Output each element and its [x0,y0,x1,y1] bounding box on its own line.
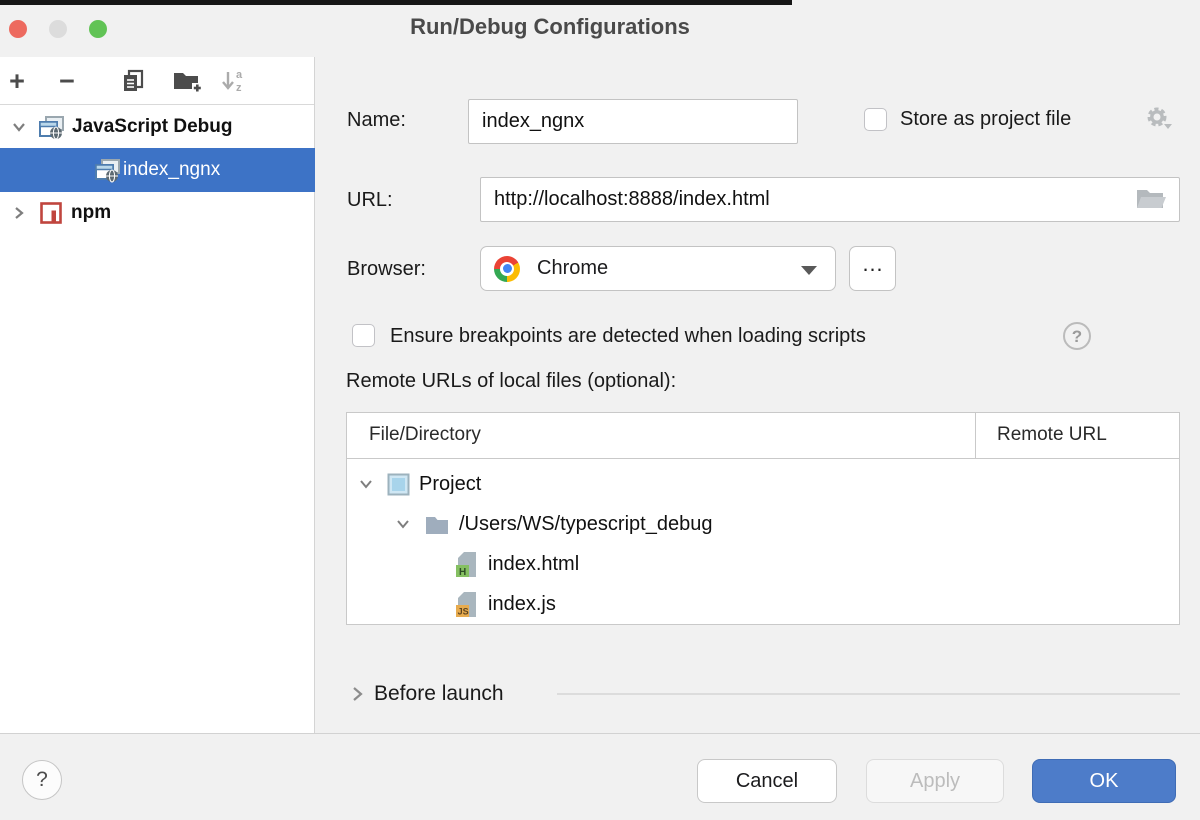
configurations-tree: JavaScript Debug index_ngnx [0,106,315,234]
gear-icon[interactable] [1145,105,1175,133]
screen-edge-strip [0,0,792,5]
close-window-button[interactable] [9,20,27,38]
new-folder-button[interactable] [172,66,202,96]
table-row-project[interactable]: Project [347,464,1179,504]
chrome-icon [494,255,520,282]
add-configuration-button[interactable]: + [2,66,32,96]
table-row-label: Project [419,472,482,495]
browser-more-button[interactable]: … [849,246,896,291]
browse-folder-icon[interactable] [1134,185,1166,213]
browser-select[interactable]: Chrome [480,246,836,291]
sort-configurations-button[interactable]: a z [218,66,248,96]
ensure-breakpoints-checkbox[interactable] [352,324,375,347]
chevron-down-icon[interactable] [392,513,414,535]
store-as-project-file-checkbox[interactable] [864,108,887,131]
footer-divider [0,733,1200,734]
dialog-title: Run/Debug Configurations [410,14,690,39]
table-row-label: index.html [488,552,580,575]
chevron-down-icon[interactable] [8,116,30,138]
sidebar-toolbar: + − [0,57,314,105]
table-row-index-js[interactable]: JS index.js [347,584,1179,624]
remove-configuration-button[interactable]: − [52,66,82,96]
table-row-index-html[interactable]: H index.html [347,544,1179,584]
tree-item-npm[interactable]: npm [0,192,315,234]
browser-selected-value: Chrome [537,257,609,279]
chevron-right-icon[interactable] [8,202,30,224]
project-icon [387,473,410,495]
javascript-debug-icon [39,115,64,139]
column-header-remote-url[interactable]: Remote URL [997,424,1107,445]
cancel-button[interactable]: Cancel [697,759,837,803]
tree-item-label: npm [71,202,112,223]
tree-item-label: JavaScript Debug [72,116,233,137]
browser-label: Browser: [347,258,426,280]
minus-icon: − [59,65,75,96]
column-header-file-directory[interactable]: File/Directory [369,424,481,445]
sort-az-icon: a z [222,69,243,94]
apply-button: Apply [866,759,1004,803]
html-file-icon: H [456,551,476,578]
ok-button[interactable]: OK [1032,759,1176,803]
copy-configuration-button[interactable] [118,66,148,96]
tree-item-index-ngnx-selected[interactable]: index_ngnx [0,148,315,192]
new-folder-icon [174,72,202,93]
dialog-help-button[interactable]: ? [22,760,62,800]
url-label: URL: [347,189,393,211]
svg-text:z: z [236,82,242,94]
copy-icon [124,69,144,91]
svg-text:H: H [459,567,466,578]
table-header: File/Directory Remote URL [347,413,1179,459]
npm-icon [40,201,62,224]
folder-icon [426,516,448,534]
store-as-project-file-label: Store as project file [900,108,1072,130]
ensure-breakpoints-label: Ensure breakpoints are detected when loa… [390,325,866,347]
svg-text:a: a [236,69,243,81]
chevron-down-icon[interactable] [355,473,377,495]
configurations-sidebar: + − [0,57,315,733]
column-divider[interactable] [975,413,976,459]
name-input[interactable] [468,99,798,144]
table-row-label: /Users/WS/typescript_debug [459,512,713,535]
js-file-icon: JS [456,591,476,617]
table-row-directory[interactable]: /Users/WS/typescript_debug [347,504,1179,544]
before-launch-chevron-right-icon[interactable] [346,683,368,705]
table-row-label: index.js [488,592,556,615]
svg-text:JS: JS [458,606,469,616]
name-label: Name: [347,109,406,131]
remote-urls-table: File/Directory Remote URL Project /Users… [346,412,1180,625]
before-launch-toggle[interactable]: Before launch [374,682,504,705]
dropdown-caret-icon [801,266,817,275]
remote-urls-label: Remote URLs of local files (optional): [346,370,677,392]
minimize-window-button [49,20,67,38]
breakpoints-help-icon[interactable]: ? [1063,322,1091,350]
plus-icon: + [9,65,25,96]
javascript-debug-icon [95,158,120,182]
tree-item-javascript-debug[interactable]: JavaScript Debug [0,106,315,148]
zoom-window-button[interactable] [89,20,107,38]
url-input[interactable] [480,177,1180,222]
before-launch-divider [557,693,1180,695]
tree-item-label: index_ngnx [123,159,221,180]
